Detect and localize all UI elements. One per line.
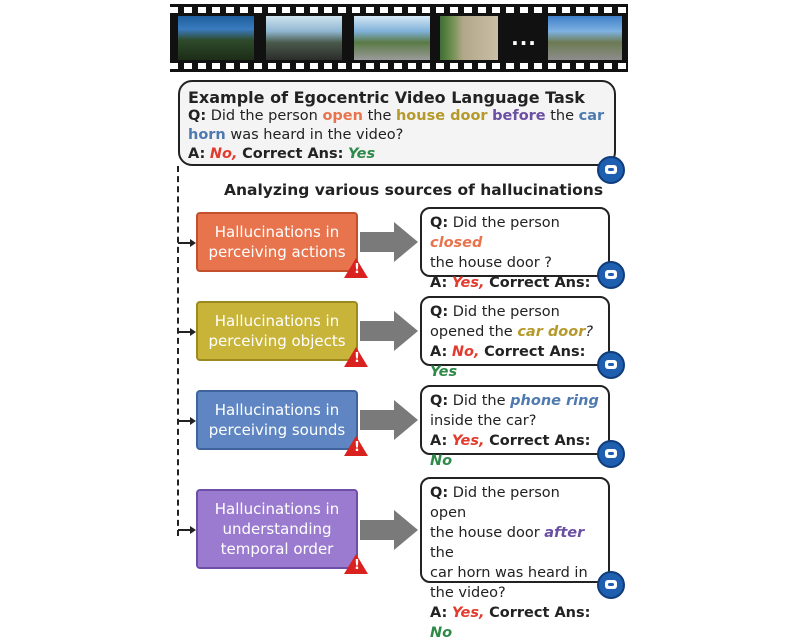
connector-arrow-icon (178, 526, 196, 534)
robot-icon (597, 571, 625, 599)
q-prefix: Q: (188, 108, 207, 124)
connector-arrow-icon (178, 328, 196, 336)
correct-answer: Yes (430, 364, 458, 380)
a-prefix: A: (430, 433, 448, 449)
category-label: perceiving objects (208, 332, 346, 350)
q-highlight: phone ring (510, 393, 599, 409)
category-label: understanding (222, 520, 332, 538)
category-temporal: Hallucinations in understanding temporal o… (196, 489, 358, 569)
q-text: Did the person (448, 304, 560, 320)
film-ellipsis: ... (511, 26, 537, 50)
q-highlight: after (544, 525, 585, 541)
right-arrow-icon (360, 400, 418, 440)
example-answer: A: No, Correct Ans: Yes (188, 145, 606, 164)
warning-icon: ! (344, 347, 368, 367)
a-prefix: A: (430, 344, 448, 360)
category-label: Hallucinations in (214, 500, 340, 518)
section-title: Analyzing various sources of hallucinati… (224, 181, 604, 199)
right-arrow-icon (360, 510, 418, 550)
category-actions: Hallucinations in perceiving actions (196, 212, 358, 272)
q-text: Did the person (448, 215, 560, 231)
category-label: Hallucinations in (214, 223, 340, 241)
correct-label: Correct Ans: (489, 433, 591, 449)
q-text: Did the person (206, 108, 323, 124)
q-text: was heard in the video? (225, 127, 404, 143)
qa-box-sounds: Q: Did the phone ring inside the car? A:… (420, 385, 610, 469)
video-frame-5 (548, 16, 622, 60)
dashed-connector (177, 166, 179, 536)
category-label: perceiving sounds (208, 421, 346, 439)
q-text: the video? (430, 585, 506, 601)
model-answer: No, (209, 146, 238, 162)
q-object-word: house door (395, 108, 488, 124)
qa-box-objects: Q: Did the person opened the car door? A… (420, 296, 610, 380)
model-answer: Yes, (451, 433, 485, 449)
category-label: Hallucinations in (214, 401, 340, 419)
q-text: Did the (448, 393, 511, 409)
q-text: opened the (430, 324, 518, 340)
right-arrow-icon (360, 222, 418, 262)
q-text: car horn was heard in (430, 565, 588, 581)
category-label: perceiving actions (208, 243, 346, 261)
example-task-box: Example of Egocentric Video Language Tas… (178, 80, 616, 166)
category-label: temporal order (220, 540, 334, 558)
q-prefix: Q: (430, 304, 449, 320)
q-prefix: Q: (430, 393, 449, 409)
a-prefix: A: (188, 146, 206, 162)
warning-icon: ! (344, 258, 368, 278)
right-arrow-icon (360, 311, 418, 351)
q-prefix: Q: (430, 215, 449, 231)
correct-label: Correct Ans: (484, 344, 586, 360)
robot-icon (597, 156, 625, 184)
video-frame-3 (354, 16, 430, 60)
q-action-word: open (322, 108, 363, 124)
correct-answer: No (430, 625, 453, 641)
video-frame-4 (440, 16, 498, 60)
model-answer: Yes, (451, 605, 485, 621)
robot-icon (597, 440, 625, 468)
model-answer: Yes, (451, 275, 485, 291)
q-prefix: Q: (430, 485, 449, 501)
q-highlight: car door (517, 324, 586, 340)
a-prefix: A: (430, 275, 448, 291)
q-highlight: closed (430, 235, 483, 251)
video-frame-1 (178, 16, 254, 60)
warning-icon: ! (344, 554, 368, 574)
q-text: Did the person open (430, 485, 560, 521)
q-sound-word: horn (188, 127, 226, 143)
robot-icon (597, 351, 625, 379)
video-film-strip: ... (170, 4, 628, 72)
correct-answer: No (430, 453, 453, 469)
category-sounds: Hallucinations in perceiving sounds (196, 390, 358, 450)
q-sound-word: car (578, 108, 605, 124)
qa-box-temporal: Q: Did the person open the house door af… (420, 477, 610, 641)
robot-icon (597, 261, 625, 289)
a-prefix: A: (430, 605, 448, 621)
correct-label: Correct Ans: (489, 275, 591, 291)
q-temporal-word: before (492, 108, 546, 124)
connector-arrow-icon (178, 417, 196, 425)
warning-icon: ! (344, 436, 368, 456)
q-text: inside the car? (430, 413, 537, 429)
connector-arrow-icon (178, 239, 196, 247)
q-text: ? (585, 324, 594, 340)
film-sprocket-holes-top (170, 7, 628, 13)
video-frame-2 (266, 16, 342, 60)
example-question: Q: Did the person open the house door be… (188, 107, 606, 145)
correct-answer: Yes (348, 146, 376, 162)
model-answer: No, (451, 344, 480, 360)
q-text: the (362, 108, 396, 124)
q-text: the house door (430, 525, 545, 541)
q-text: the house door ? (430, 255, 552, 271)
example-title: Example of Egocentric Video Language Tas… (188, 88, 585, 107)
q-text: the (430, 545, 454, 561)
q-text: the (545, 108, 579, 124)
qa-box-actions: Q: Did the person closed the house door … (420, 207, 610, 311)
correct-label: Correct Ans: (242, 146, 344, 162)
correct-label: Correct Ans: (489, 605, 591, 621)
film-sprocket-holes-bottom (170, 63, 628, 69)
category-label: Hallucinations in (214, 312, 340, 330)
category-objects: Hallucinations in perceiving objects (196, 301, 358, 361)
